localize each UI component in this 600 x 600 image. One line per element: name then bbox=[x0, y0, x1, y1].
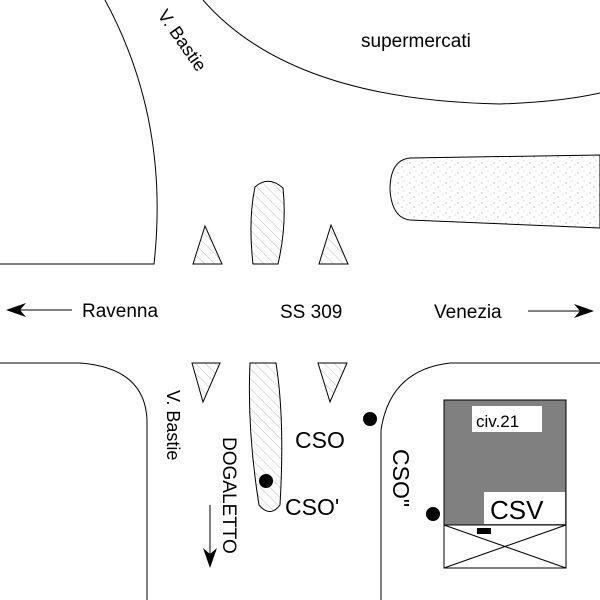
building-label-box bbox=[472, 406, 542, 432]
label-dir-ravenna: Ravenna bbox=[82, 301, 158, 322]
island-triangle-nw bbox=[192, 224, 223, 265]
island-triangle-sw bbox=[191, 362, 221, 404]
label-station-cso: CSO bbox=[295, 427, 345, 453]
station-cso-double-point[interactable] bbox=[426, 507, 440, 521]
label-building-number: civ.21 bbox=[476, 412, 519, 431]
label-dir-venezia: Venezia bbox=[434, 302, 502, 323]
curb-northwest bbox=[0, 0, 158, 265]
label-dir-dogaletto: DOGALETTO bbox=[218, 437, 239, 554]
island-triangle-se bbox=[317, 362, 348, 404]
curb-southwest bbox=[0, 362, 148, 600]
label-station-cso-double: CSO" bbox=[388, 449, 414, 507]
label-street-bastie-south: V. Bastie bbox=[163, 390, 183, 460]
building-annex-crossed bbox=[443, 524, 567, 569]
island-median-north bbox=[250, 180, 285, 265]
curb-southeast bbox=[380, 362, 600, 600]
arrow-west-icon bbox=[6, 303, 72, 317]
label-supermarkets: supermercati bbox=[361, 31, 471, 52]
csv-label-box bbox=[484, 492, 565, 524]
arrow-east-icon bbox=[528, 304, 594, 318]
arrow-south-icon bbox=[203, 505, 217, 568]
label-station-csv: CSV bbox=[490, 495, 544, 525]
label-station-cso-prime: CSO' bbox=[285, 494, 339, 520]
island-median-south bbox=[248, 362, 283, 512]
island-triangle-ne bbox=[318, 223, 349, 265]
station-cso-point[interactable] bbox=[363, 412, 377, 426]
label-road-ss309: SS 309 bbox=[280, 302, 342, 323]
station-cso-prime-point[interactable] bbox=[259, 474, 273, 488]
curb-supermarket bbox=[202, 0, 600, 105]
island-stippled bbox=[389, 154, 600, 229]
csv-sensor-marker bbox=[477, 528, 491, 534]
label-street-bastie-north: V. Bastie bbox=[154, 6, 211, 75]
